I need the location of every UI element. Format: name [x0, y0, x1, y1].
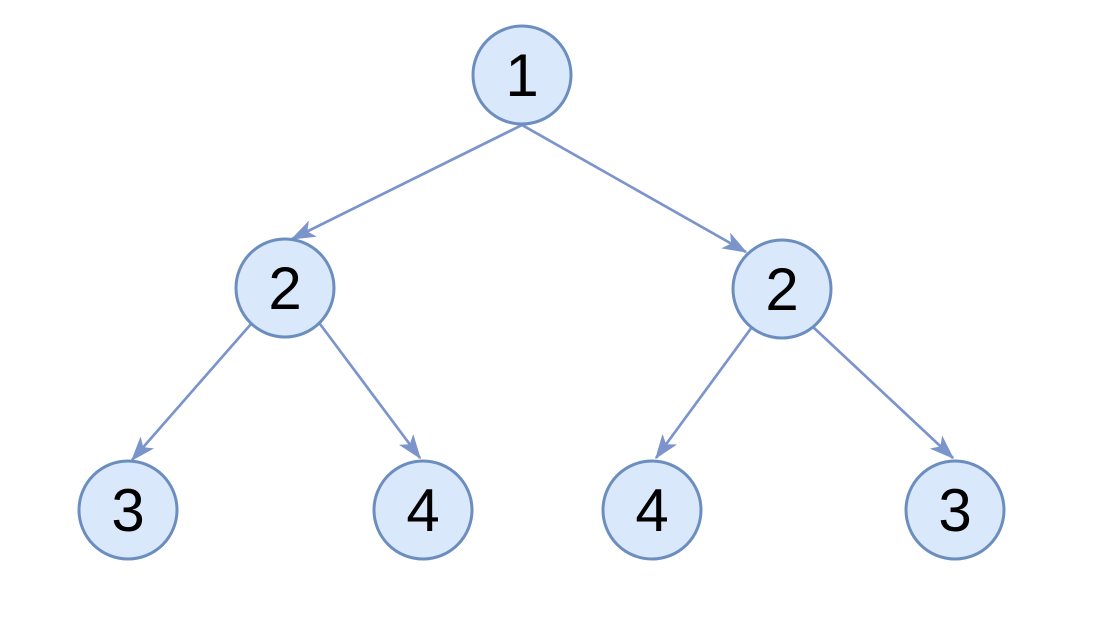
node-label: 2	[765, 256, 798, 323]
node-label: 3	[938, 477, 971, 544]
tree-node-n2: 2	[234, 237, 336, 339]
tree-node-n5: 4	[372, 459, 474, 561]
node-circle	[904, 459, 1006, 561]
tree-node-n7: 3	[904, 459, 1006, 561]
tree-edge-n3-n6	[654, 326, 754, 458]
node-circle	[77, 459, 179, 561]
node-label: 2	[268, 255, 301, 322]
tree-node-n1: 1	[471, 24, 573, 126]
tree-edge-n2-n4	[130, 323, 253, 460]
tree-node-n3: 2	[731, 238, 833, 340]
node-circle	[731, 238, 833, 340]
tree-edge-n1-n2	[292, 123, 523, 241]
tree-node-n4: 3	[77, 459, 179, 561]
tree-edge-n2-n5	[318, 323, 422, 458]
node-label: 4	[635, 477, 668, 544]
node-circle	[601, 459, 703, 561]
node-label: 1	[505, 42, 538, 109]
node-circle	[234, 237, 336, 339]
node-label: 4	[406, 477, 439, 544]
node-circle	[372, 459, 474, 561]
tree-edge-n3-n7	[812, 326, 953, 458]
tree-edge-n1-n3	[521, 123, 746, 254]
tree-node-n6: 4	[601, 459, 703, 561]
node-label: 3	[111, 477, 144, 544]
node-circle	[471, 24, 573, 126]
